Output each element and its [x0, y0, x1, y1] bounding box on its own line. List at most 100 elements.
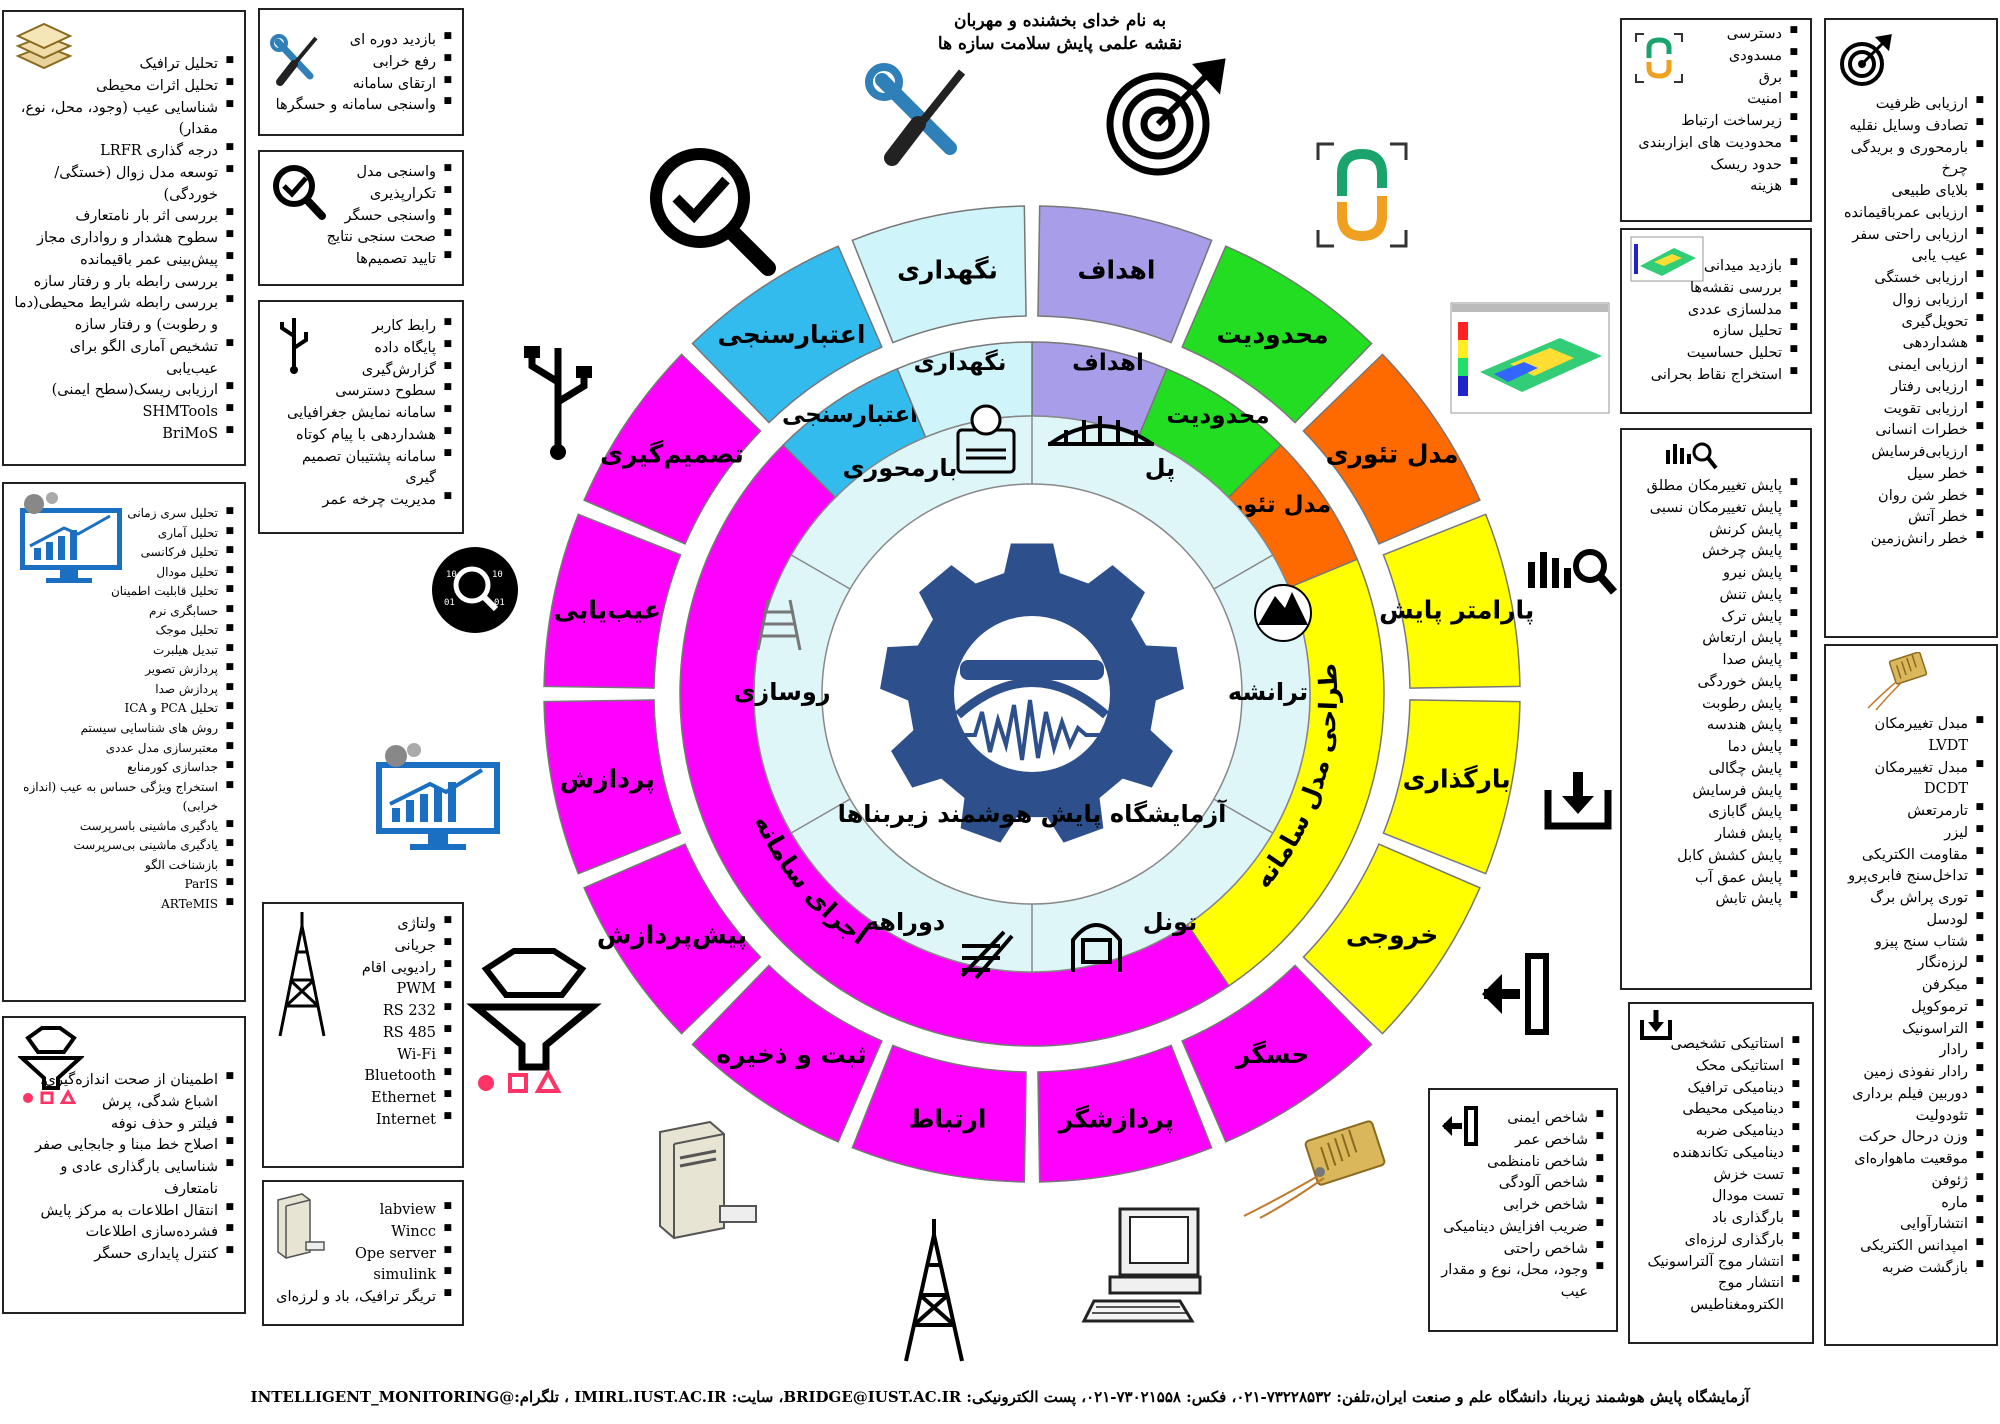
constraints-box: دسترسیمسدودیبرقامنیتزیرساخت ارتباطمحدودی… [1620, 18, 1812, 222]
loading-item: بارگذاری باد [1640, 1208, 1800, 1230]
maintenance-list: بازدید دوره ایرفع خرابیارتقای سامانهواسن… [270, 30, 452, 117]
goals-item: ارزیابی‌فرسایش [1836, 442, 1984, 464]
monitor-chart-icon [376, 743, 500, 850]
sensors-item: تداخل‌سنج فابری‌پرو [1836, 866, 1984, 888]
inner-sector-label: بارمحوری [843, 454, 958, 482]
analysis-list: تحلیل ترافیکتحلیل اثرات محیطیشناسایی عیب… [14, 54, 234, 446]
inner-sector-label: تونل [1143, 908, 1198, 936]
processing-item: تحلیل آماری [14, 524, 234, 544]
processing-list: تحلیل سری زمانیتحلیل آماریتحلیل فرکانسیت… [14, 504, 234, 914]
decision-item: سامانه نمایش جغرافیایی [270, 403, 452, 425]
communication-list: ولتاژیجریانیرادیویی اقامPWMRS 232RS 485W… [274, 914, 452, 1132]
railway-track-icon [756, 599, 802, 651]
middle-segment-label: اعتبارسنجی [782, 402, 918, 428]
goals-item: ارزیابی عمرباقیمانده [1836, 203, 1984, 225]
chart-search-icon [1528, 549, 1618, 595]
outer-segment-label: مدل تئوری [1326, 439, 1459, 469]
parameters-item: پایش ترک [1632, 607, 1798, 629]
processing-item: حسابگری نرم [14, 602, 234, 622]
analysis-item: شناسایی عیب (وجود، محل، نوع، مقدار) [14, 98, 234, 142]
processing-item: ParIS [14, 875, 234, 895]
sensors-item: انتشارآوایی [1836, 1214, 1984, 1236]
footer-contact: آزمایشگاه پایش هوشمند زیربنا، دانشگاه عل… [250, 1388, 1750, 1406]
processing-item: معتبرسازی مدل عددی [14, 739, 234, 759]
theory-list: بازدید میدانیبررسی نقشه‌هامدلسازی عددیتح… [1632, 256, 1798, 387]
download-tray-icon [1544, 772, 1612, 830]
goals-box: ارزیابی ظرفیتتصادف وسایل نقلیهبارمحوری و… [1824, 18, 1998, 638]
sensors-item: تئودولیت [1836, 1106, 1984, 1128]
parameters-item: پایش عمق آب [1632, 868, 1798, 890]
parameters-item: پایش فشار [1632, 824, 1798, 846]
output-item: شاخص آلودگی [1440, 1173, 1604, 1195]
goals-item: ارزیابی رفتار [1836, 377, 1984, 399]
processing-item: تحلیل سری زمانی [14, 504, 234, 524]
constraints-item: مسدودی [1632, 46, 1798, 68]
preprocessing-item: کنترل پایداری حسگر [14, 1244, 234, 1266]
loading-item: تست مودال [1640, 1186, 1800, 1208]
sensors-item: بازگشت ضربه [1836, 1258, 1984, 1280]
communication-item: Ethernet [274, 1088, 452, 1110]
parameters-item: پایش رطوبت [1632, 694, 1798, 716]
storage-item: labview [274, 1200, 452, 1222]
loading-item: استاتیکی تشخیصی [1640, 1034, 1800, 1056]
parameters-item: پایش چگالی [1632, 759, 1798, 781]
output-item: شاخص نامنظمی [1440, 1152, 1604, 1174]
outer-segment [1037, 205, 1213, 344]
header-basmala: به نام خدای بخشنده و مهربان [953, 11, 1167, 31]
inner-divider [1213, 554, 1274, 590]
outer-segment-label: پردازش [560, 764, 655, 794]
parameters-item: پایش کرنش [1632, 520, 1798, 542]
goals-item: خطر شن روان [1836, 486, 1984, 508]
goals-list: ارزیابی ظرفیتتصادف وسایل نقلیهبارمحوری و… [1836, 94, 1984, 551]
maintenance-box: بازدید دوره ایرفع خرابیارتقای سامانهواسن… [258, 8, 464, 136]
target-small-icon [1840, 34, 1892, 86]
constraints-item: حدود ریسک [1632, 155, 1798, 177]
output-item: شاخص عمر [1440, 1130, 1604, 1152]
analysis-item: بررسی رابطه شرایط محیطی(دما و رطوبت) و ر… [14, 293, 234, 337]
goals-item: خطر رانش‌زمین [1836, 529, 1984, 551]
parameters-item: پایش گابازی [1632, 802, 1798, 824]
output-item: شاخص ایمنی [1440, 1108, 1604, 1130]
communication-item: RS 485 [274, 1023, 452, 1045]
processing-item: پردازش صدا [14, 680, 234, 700]
loading-box: استاتیکی تشخیصیاستاتیکی محکدینامیکی تراف… [1628, 1002, 1814, 1344]
gear-hole [954, 616, 1110, 772]
outer-segment [691, 245, 883, 424]
validation-item: صحت سنجی نتایج [270, 227, 452, 249]
goals-item: ارزیابی خستگی [1836, 268, 1984, 290]
storage-item: تریگر ترافیک، باد و لرزه‌ای [274, 1287, 452, 1309]
constraints-item: هزینه [1632, 176, 1798, 198]
train-icon [960, 660, 1104, 680]
center-title: آزمایشگاه پایش هوشمند زیربناها [838, 799, 1228, 828]
processing-item: تحلیل قابلیت اطمینان [14, 582, 234, 602]
parameters-list: پایش تغییرمکان مطلقپایش تغییرمکان نسبیپا… [1632, 476, 1798, 911]
maintenance-item: ارتقای سامانه [270, 74, 452, 96]
validation-item: تکرارپذیری [270, 184, 452, 206]
svg-text:10: 10 [492, 570, 503, 580]
strain-gauge-icon [1243, 1120, 1386, 1219]
loading-item: انتشار موج الکترومغناطیس [1640, 1273, 1800, 1317]
communication-item: Bluetooth [274, 1066, 452, 1088]
validation-item: واسنجی مدل [270, 162, 452, 184]
communication-box: ولتاژیجریانیرادیویی اقامPWMRS 232RS 485W… [262, 902, 464, 1168]
maintenance-item: رفع خرابی [270, 52, 452, 74]
middle-segment-label: نگهداری [914, 349, 1007, 376]
sensors-item: تارمرتعش [1836, 801, 1984, 823]
theory-item: بررسی نقشه‌ها [1632, 278, 1798, 300]
svg-text:01: 01 [494, 598, 505, 608]
goals-item: ارزیابی ظرفیت [1836, 94, 1984, 116]
analysis-item: پیش‌بینی عمر باقیمانده [14, 250, 234, 272]
usb-icon [524, 346, 592, 460]
sensors-item: ماره [1836, 1193, 1984, 1215]
communication-item: PWM [274, 979, 452, 1001]
outer-segment-label: پردازشگر [1057, 1105, 1174, 1135]
sensors-item: شتاب سنج پیزو [1836, 932, 1984, 954]
goals-item: ارزیابی زوال [1836, 290, 1984, 312]
processing-item: استخراج ویژگی حساس به عیب (اندازه خرابی) [14, 778, 234, 817]
communication-item: ولتاژی [274, 914, 452, 936]
parameters-item: پایش تغییرمکان نسبی [1632, 498, 1798, 520]
sensors-list: مبدل تغییرمکان LVDTمبدل تغییرمکان DCDTتا… [1836, 714, 1984, 1280]
parameters-item: پایش خوردگی [1632, 672, 1798, 694]
outer-segment-label: پارامتر پایش [1379, 596, 1534, 626]
inner-divider [790, 798, 851, 834]
